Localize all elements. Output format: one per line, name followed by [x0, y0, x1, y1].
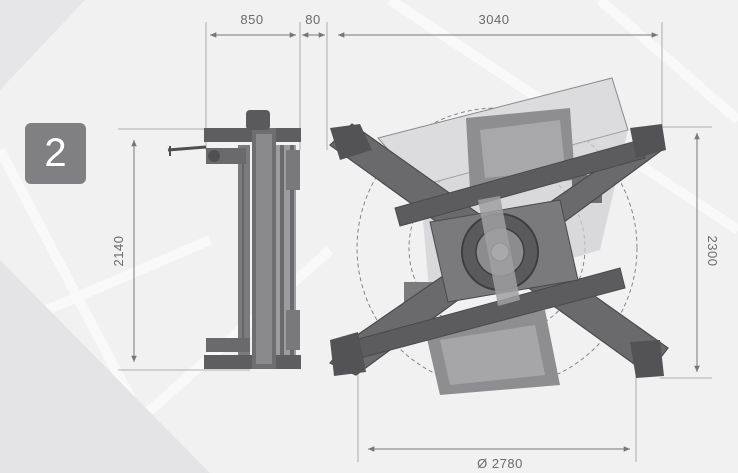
dim-top-width: 3040: [479, 12, 510, 27]
background-shade: [0, 0, 85, 90]
central-turntable: [429, 196, 579, 306]
dim-side-width: 850: [240, 12, 263, 27]
side-view-machine: [167, 110, 301, 369]
dim-side-height: 2140: [111, 236, 126, 267]
dimension-lines: [131, 32, 700, 452]
dim-diameter: Ø 2780: [477, 456, 523, 471]
extension-lines: [118, 22, 712, 462]
dim-top-height: 2300: [705, 236, 720, 267]
dim-gap: 80: [305, 12, 320, 27]
background-shade-bottom: [0, 260, 210, 473]
figure-number-badge: 2: [25, 123, 86, 184]
